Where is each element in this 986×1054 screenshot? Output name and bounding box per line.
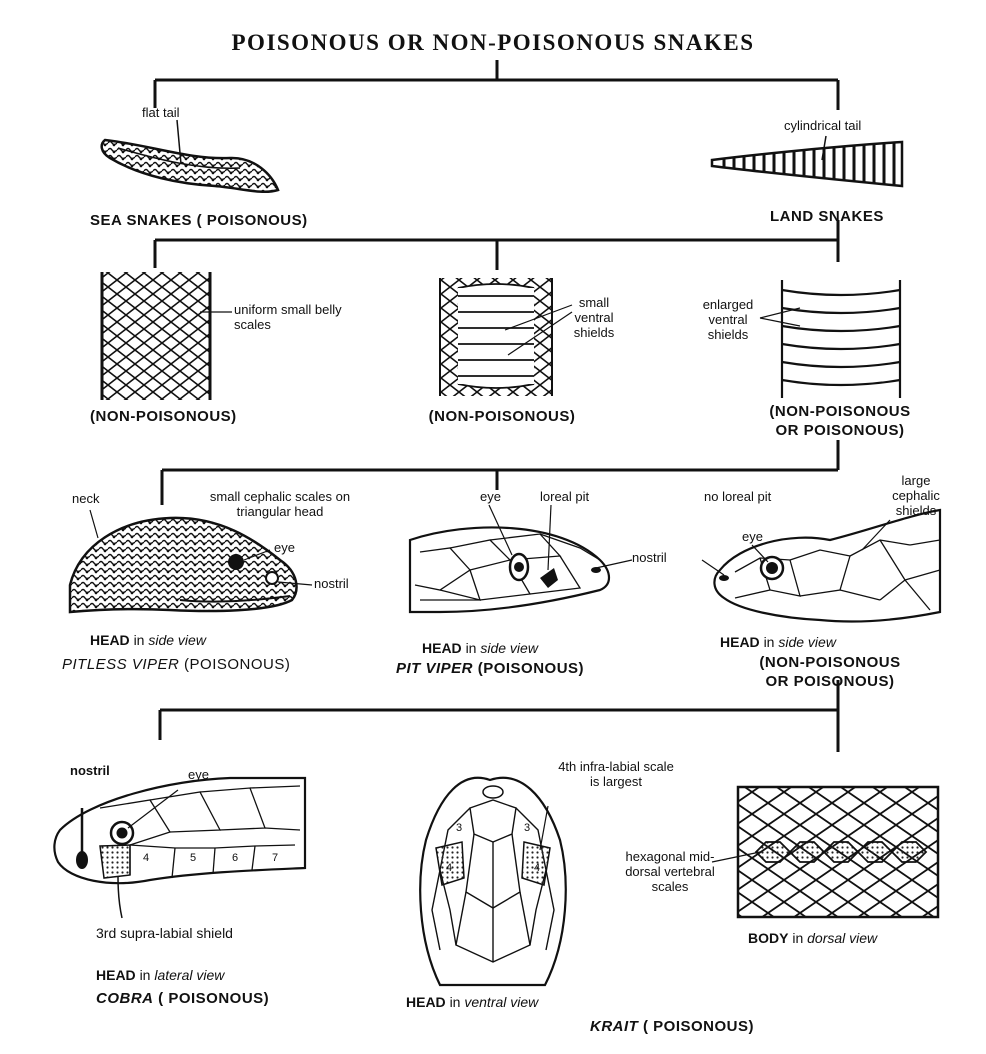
branch-lines: [153, 60, 840, 752]
branch-enlarged: [160, 440, 840, 505]
label-scale-4: 4: [143, 852, 150, 864]
label-nopit-eye: eye: [742, 529, 763, 544]
caption-nopit-line1: (NON-POISONOUS: [759, 654, 901, 671]
pit-viper-head-illustration: [408, 504, 633, 614]
label-krait-4-right: 4: [534, 862, 541, 874]
label-pitless-eye: eye: [274, 540, 295, 555]
branch-top: [153, 60, 840, 110]
caption-pitless-head: HEAD in side view: [90, 632, 206, 648]
caption-enlarged-line1: (NON-POISONOUS: [769, 403, 911, 420]
pitless-viper-head-illustration: [68, 509, 313, 614]
label-scale-6: 6: [232, 852, 239, 864]
label-pit-nostril: nostril: [632, 550, 667, 565]
caption-nopit-line2: OR POISONOUS): [765, 673, 895, 690]
small-ventral-shields-illustration: [439, 278, 573, 396]
label-krait-3-right: 3: [524, 822, 531, 834]
label-supra-labial: 3rd supra-labial shield: [96, 925, 233, 941]
label-pitless-nostril: nostril: [314, 576, 349, 591]
caption-cobra-head: HEAD in lateral view: [96, 967, 225, 983]
label-hexagonal-scales: hexagonal mid-dorsal vertebral scales: [625, 849, 715, 894]
label-small-ventral: small ventral shields: [573, 295, 615, 340]
label-loreal-pit: loreal pit: [540, 489, 590, 504]
caption-krait-body: BODY in dorsal view: [748, 930, 878, 946]
caption-nopit-head: HEAD in side view: [720, 634, 836, 650]
diagram-title: POISONOUS OR NON-POISONOUS SNAKES: [231, 30, 755, 55]
caption-pit-head: HEAD in side view: [422, 640, 538, 656]
caption-pit-viper: PIT VIPER (POISONOUS): [396, 660, 585, 677]
label-infra-labial: 4th infra-labial scale is largest: [558, 759, 674, 789]
caption-land-snakes: LAND SNAKES: [770, 208, 884, 225]
label-krait-4-left: 4: [446, 862, 453, 874]
land-snake-tail-illustration: [710, 135, 904, 188]
label-krait-3-left: 3: [456, 822, 463, 834]
caption-small-ventral-nonpoisonous: (NON-POISONOUS): [428, 408, 576, 425]
nonpit-snake-head-illustration: [701, 508, 942, 623]
label-large-cephalic: large cephalic shields: [892, 473, 940, 518]
branch-land: [153, 220, 840, 270]
krait-head-ventral-illustration: [419, 776, 567, 987]
caption-enlarged-line2: OR POISONOUS): [775, 422, 905, 439]
caption-cobra: COBRA ( POISONOUS): [96, 990, 270, 1007]
krait-body-dorsal-illustration: [711, 785, 940, 919]
label-pit-eye: eye: [480, 489, 501, 504]
sea-snake-tail-illustration: [100, 119, 280, 193]
cobra-head-illustration: [53, 776, 307, 919]
label-cobra-nostril: nostril: [70, 763, 110, 778]
label-small-cephalic: small cephalic scales on triangular head: [209, 489, 351, 519]
caption-uniform-nonpoisonous: (NON-POISONOUS): [90, 408, 237, 425]
label-neck: neck: [72, 491, 100, 506]
label-scale-7: 7: [272, 852, 279, 864]
uniform-belly-scales-illustration: [100, 272, 232, 400]
label-cobra-eye: eye: [188, 767, 209, 782]
label-no-loreal-pit: no loreal pit: [704, 489, 772, 504]
caption-pitless-viper: PITLESS VIPER (POISONOUS): [62, 656, 291, 673]
caption-sea-snakes: SEA SNAKES ( POISONOUS): [90, 212, 308, 229]
enlarged-ventral-shields-illustration: [759, 280, 902, 398]
branch-nopit: [158, 680, 840, 752]
caption-krait-head: HEAD in ventral view: [406, 994, 539, 1010]
caption-krait: KRAIT ( POISONOUS): [590, 1018, 755, 1035]
label-uniform-belly: uniform small belly scales: [234, 302, 342, 332]
label-flat-tail: flat tail: [142, 105, 180, 120]
label-scale-5: 5: [190, 852, 197, 864]
label-enlarged-ventral: enlarged ventral shields: [702, 297, 754, 342]
label-cylindrical-tail: cylindrical tail: [784, 118, 862, 133]
